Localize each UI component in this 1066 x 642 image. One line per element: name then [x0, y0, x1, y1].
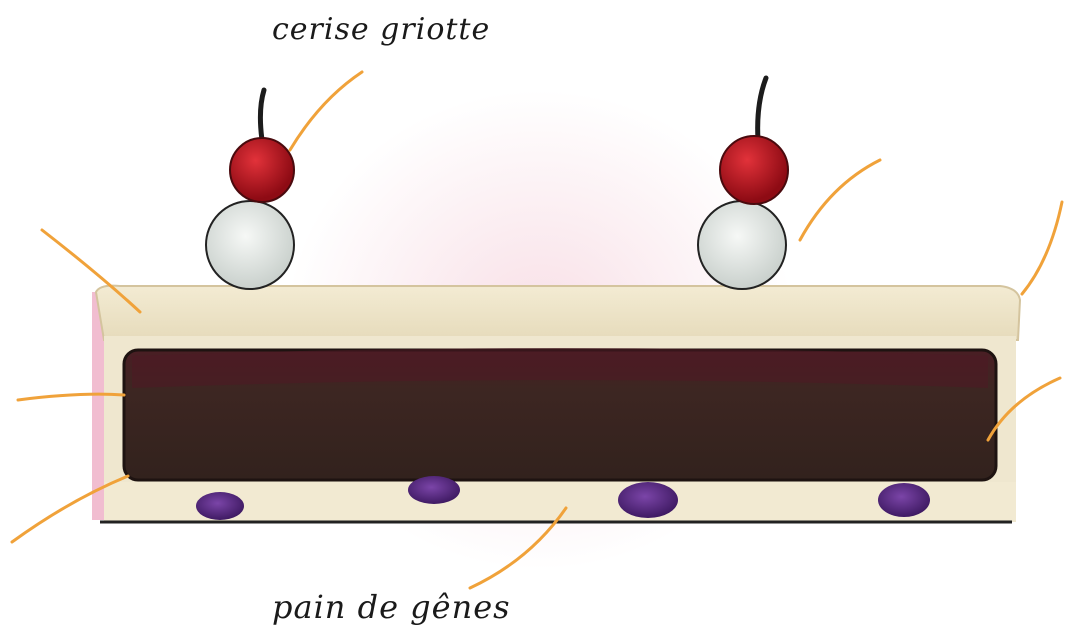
leader-line-pink-side — [1022, 202, 1062, 294]
blueberry — [196, 492, 244, 520]
leader-line-top-cream — [42, 230, 140, 312]
leader-line-cherry — [290, 72, 362, 150]
cherry-stem-left — [260, 90, 264, 140]
label-pain-de-genes: pain de gênes — [272, 588, 511, 626]
cherry-left — [230, 138, 294, 202]
blueberry — [878, 483, 930, 517]
cherry-right — [720, 136, 788, 204]
leader-line-whipped-cream — [800, 160, 880, 240]
label-cerise-griotte: cerise griotte — [272, 12, 490, 47]
blueberry — [408, 476, 460, 504]
blueberry — [618, 482, 678, 518]
cherry-stem-right — [758, 78, 766, 140]
top-cream-layer — [96, 286, 1020, 340]
whipped-cream-ball-left — [206, 201, 294, 289]
whipped-cream-ball-right — [698, 201, 786, 289]
